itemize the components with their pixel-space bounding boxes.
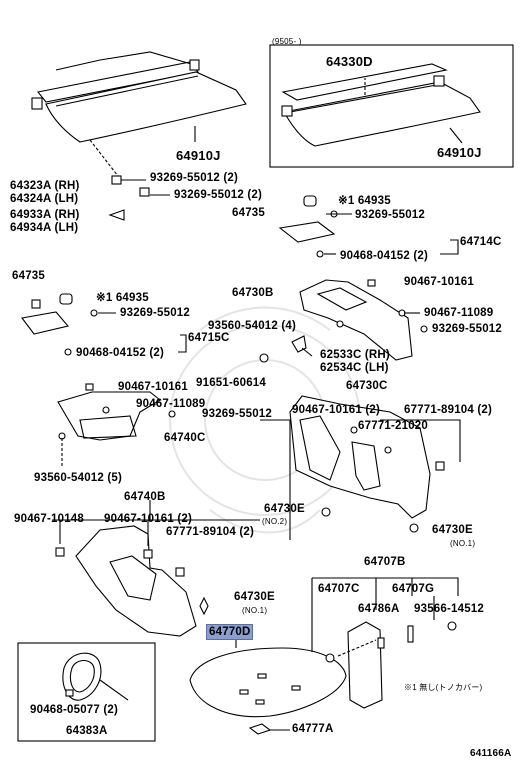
inset-date-note: (9505- ): [272, 37, 302, 46]
label-64324A: 64324A (LH): [10, 193, 79, 205]
label-64935-a: ※1 64935: [338, 195, 391, 207]
label-64707G: 64707G: [392, 583, 435, 595]
label-64330D: 64330D: [326, 54, 373, 69]
inset-box-64383A: [17, 642, 156, 742]
inset-box: [269, 44, 514, 168]
label-64933A: 64933A (RH): [10, 209, 80, 221]
label-62534C: 62534C (LH): [320, 362, 389, 374]
footnote: ※1 無し(トノカバー): [404, 683, 483, 692]
label-64910J: 64910J: [176, 148, 221, 163]
label-64735-a: 64735: [232, 207, 265, 219]
label-93269-55012-b: 93269-55012: [120, 307, 190, 319]
label-90468-04152-a: 90468-04152 (2): [340, 250, 429, 262]
label-64730B: 64730B: [232, 287, 274, 299]
label-93269-55012-2b: 93269-55012 (2): [174, 189, 263, 201]
label-93269-55012-2a: 93269-55012 (2): [150, 172, 239, 184]
diagram-id: 641166A: [470, 748, 512, 759]
label-91651-60614: 91651-60614: [196, 377, 266, 389]
label-93560-54012-5: 93560-54012 (5): [34, 472, 123, 484]
label-90467-10161-b: 90467-10161: [118, 381, 188, 393]
panel-64730B: [299, 279, 428, 361]
label-93269-55012-c: 93269-55012: [432, 323, 502, 335]
label-93269-55012-a: 93269-55012: [355, 209, 425, 221]
label-64770D-highlighted[interactable]: 64770D: [206, 624, 254, 640]
label-64323A: 64323A (RH): [10, 180, 80, 192]
label-no2: (NO.2): [262, 517, 288, 526]
label-90467-11089-b: 90467-11089: [136, 398, 206, 410]
label-67771-21020: 67771-21020: [358, 420, 428, 432]
label-90467-10161-2a: 90467-10161 (2): [292, 404, 381, 416]
label-64730E-c: 64730E: [234, 591, 275, 603]
tonneau-cover: [31, 51, 247, 177]
label-90468-04152-b: 90468-04152 (2): [76, 347, 165, 359]
label-64735-b: 64735: [12, 270, 45, 282]
label-64777A: 64777A: [292, 723, 334, 735]
label-no1-a: (NO.1): [450, 539, 476, 548]
label-no1-b: (NO.1): [242, 606, 268, 615]
bracket-64714C: [278, 195, 459, 258]
bracket-64740C: [57, 383, 176, 466]
label-93269-55012-d: 93269-55012: [202, 408, 272, 420]
label-90467-10161-2b: 90467-10161 (2): [104, 513, 193, 525]
label-64730E-a: 64730E: [264, 503, 305, 515]
label-67771-89104-2b: 67771-89104 (2): [166, 526, 255, 538]
tonneau-cover-inset: [281, 63, 481, 147]
deck-board-64770D: [189, 640, 347, 718]
label-64910J-inset: 64910J: [437, 145, 482, 160]
label-64715C: 64715C: [188, 332, 230, 344]
bracket-64715C: [21, 293, 187, 356]
label-64740C: 64740C: [164, 432, 206, 444]
parts-64707: [311, 577, 459, 709]
label-64934A: 64934A (LH): [10, 222, 79, 234]
label-90467-11089-a: 90467-11089: [424, 307, 494, 319]
panel-64730C: [260, 395, 461, 540]
label-90468-05077: 90468-05077 (2): [30, 704, 119, 716]
label-64740B: 64740B: [124, 491, 166, 503]
panel-64740B: [52, 500, 260, 637]
screws-64730E: [199, 596, 209, 616]
part-64777A: [248, 723, 290, 735]
label-64730C: 64730C: [346, 380, 388, 392]
label-64707B: 64707B: [364, 556, 406, 568]
label-64935-b: ※1 64935: [96, 292, 149, 304]
label-62533C: 62533C (RH): [320, 349, 390, 361]
label-64383A: 64383A: [66, 725, 108, 737]
label-67771-89104-2a: 67771-89104 (2): [404, 404, 493, 416]
part-62533C: [259, 335, 313, 363]
part-64383A: [62, 652, 129, 701]
label-90467-10161-a: 90467-10161: [404, 276, 474, 288]
label-90467-10148: 90467-10148: [14, 513, 84, 525]
clip-parts: [108, 175, 170, 221]
label-93560-54012-4: 93560-54012 (4): [208, 320, 297, 332]
label-64786A: 64786A: [358, 603, 400, 615]
label-93566-14512: 93566-14512: [414, 603, 484, 615]
label-64714C: 64714C: [460, 236, 502, 248]
label-64707C: 64707C: [318, 583, 360, 595]
label-64730E-b: 64730E: [432, 524, 473, 536]
